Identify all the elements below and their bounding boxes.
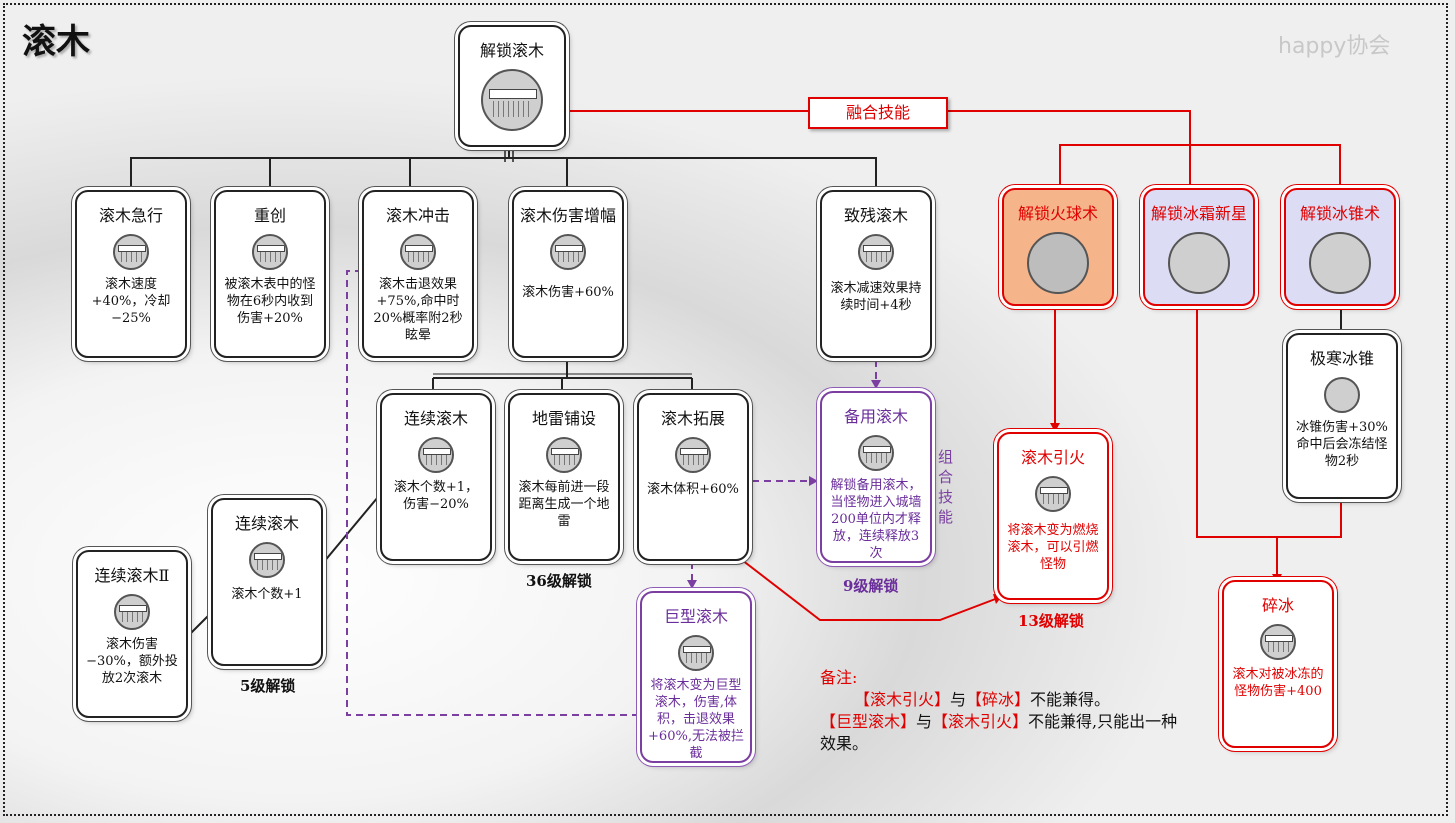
node-title: 极寒冰锥 <box>1309 349 1374 368</box>
node-desc: 滚木对被冰冻的怪物伤害+400 <box>1232 667 1324 699</box>
node-title: 连续滚木 <box>403 409 468 428</box>
combo-skill-label: 组合技能 <box>938 448 954 526</box>
rolling-log-icon <box>858 435 894 471</box>
node-title: 地雷铺设 <box>531 409 596 428</box>
node-unlock-frost-nova[interactable]: 解锁冰霜新星 <box>1143 188 1255 306</box>
node-extreme-ice-cone[interactable]: 极寒冰锥 冰锥伤害+30%命中后会冻结怪物2秒 <box>1286 333 1398 499</box>
node-desc: 解锁备用滚木，当怪物进入城墙200单位内才释放，连续释放3次 <box>830 478 922 561</box>
remark-text: 不能兼得,只能出一种效果。 <box>820 712 1178 753</box>
node-desc: 滚木体积+60% <box>647 482 739 497</box>
rolling-log-icon <box>113 234 149 270</box>
node-title: 滚木引火 <box>1020 448 1085 467</box>
watermark: happy协会 <box>1278 34 1391 59</box>
rolling-log-icon <box>1035 476 1071 512</box>
rolling-log-icon <box>418 437 454 473</box>
remark-ref: 【巨型滚木】 <box>820 712 917 731</box>
remarks-line-1: 【滚木引火】与【碎冰】不能兼得。 <box>820 689 1190 711</box>
node-chain-log-a[interactable]: 连续滚木 滚木个数+1，伤害−20% <box>380 393 492 561</box>
node-title: 连续滚木Ⅱ <box>94 566 170 585</box>
remarks-heading: 备注: <box>820 668 858 687</box>
unlock-level-13: 13级解锁 <box>1018 612 1084 630</box>
node-desc: 滚木个数+1 <box>231 587 303 602</box>
rolling-log-icon <box>675 437 711 473</box>
rolling-log-icon <box>400 234 436 270</box>
remarks-line-2: 【巨型滚木】与【滚木引火】不能兼得,只能出一种效果。 <box>820 711 1190 755</box>
node-desc: 滚木减速效果持续时间+4秒 <box>830 281 922 313</box>
node-title: 滚木伤害增幅 <box>519 206 616 225</box>
node-title: 解锁滚木 <box>479 41 544 60</box>
merge-skill-label: 融合技能 <box>808 97 948 129</box>
node-unlock-fireball[interactable]: 解锁火球术 <box>1002 188 1114 306</box>
node-desc: 滚木个数+1，伤害−20% <box>393 480 479 512</box>
node-desc: 滚木速度+40%，冷却−25% <box>91 277 171 326</box>
node-title: 解锁冰锥术 <box>1299 204 1380 223</box>
node-crippling-log[interactable]: 致残滚木 滚木减速效果持续时间+4秒 <box>820 190 932 358</box>
node-title: 解锁冰霜新星 <box>1150 204 1247 223</box>
remark-ref: 【滚木引火】 <box>932 712 1029 731</box>
node-title: 连续滚木 <box>234 514 299 533</box>
node-log-damage-boost[interactable]: 滚木伤害增幅 滚木伤害+60% <box>512 190 624 358</box>
node-desc: 滚木伤害+60% <box>522 285 614 300</box>
frost-nova-icon <box>1168 232 1230 294</box>
rolling-log-icon <box>550 234 586 270</box>
remark-text: 与 <box>950 690 967 709</box>
ice-cone-icon <box>1309 232 1371 294</box>
remark-ref: 【碎冰】 <box>966 690 1031 709</box>
node-title: 备用滚木 <box>843 407 908 426</box>
node-mine-laying[interactable]: 地雷铺设 滚木每前进一段距离生成一个地雷 <box>508 393 620 561</box>
node-giant-log[interactable]: 巨型滚木 将滚木变为巨型滚木，伤害,体积，击退效果+60%,无法被拦截 <box>640 591 752 763</box>
node-chain-log-2[interactable]: 连续滚木Ⅱ 滚木伤害−30%，额外投放2次滚木 <box>76 550 188 718</box>
rolling-log-icon <box>858 234 894 270</box>
node-desc: 被滚木表中的怪物在6秒内收到伤害+20% <box>224 277 316 326</box>
rolling-log-icon <box>114 594 150 630</box>
unlock-level-36: 36级解锁 <box>526 572 592 590</box>
node-title: 巨型滚木 <box>663 607 728 626</box>
node-desc: 将滚木变为巨型滚木，伤害,体积，击退效果+60%,无法被拦截 <box>648 678 744 761</box>
fireball-icon <box>1027 232 1089 294</box>
node-title: 解锁火球术 <box>1017 204 1098 223</box>
node-title: 滚木拓展 <box>660 409 725 428</box>
page-title: 滚木 <box>22 22 90 62</box>
node-title: 致残滚木 <box>843 206 908 225</box>
rolling-log-icon <box>252 234 288 270</box>
remark-ref: 【滚木引火】 <box>854 690 951 709</box>
page-frame <box>3 3 1448 816</box>
node-desc: 滚木击退效果+75%,命中时20%概率附2秒眩晕 <box>373 277 463 343</box>
node-log-ignite[interactable]: 滚木引火 将滚木变为燃烧滚木，可以引燃怪物 <box>997 432 1109 600</box>
node-desc: 滚木每前进一段距离生成一个地雷 <box>518 480 610 529</box>
rolling-log-icon <box>546 437 582 473</box>
rolling-log-icon <box>678 635 714 671</box>
node-desc: 冰锥伤害+30%命中后会冻结怪物2秒 <box>1296 420 1388 469</box>
unlock-level-5: 5级解锁 <box>240 677 296 695</box>
node-spare-log[interactable]: 备用滚木 解锁备用滚木，当怪物进入城墙200单位内才释放，连续释放3次 <box>820 391 932 563</box>
node-log-rush[interactable]: 滚木急行 滚木速度+40%，冷却−25% <box>75 190 187 358</box>
node-shatter[interactable]: 碎冰 滚木对被冰冻的怪物伤害+400 <box>1222 580 1334 748</box>
node-unlock-rolling-log[interactable]: 解锁滚木 <box>458 25 566 147</box>
node-desc: 滚木伤害−30%，额外投放2次滚木 <box>86 637 178 686</box>
rolling-log-icon <box>481 69 543 131</box>
node-unlock-ice-cone[interactable]: 解锁冰锥术 <box>1284 188 1396 306</box>
node-title: 滚木急行 <box>98 206 163 225</box>
node-heavy-blow[interactable]: 重创 被滚木表中的怪物在6秒内收到伤害+20% <box>214 190 326 358</box>
node-title: 碎冰 <box>1261 596 1294 615</box>
node-log-expand[interactable]: 滚木拓展 滚木体积+60% <box>637 393 749 561</box>
node-chain-log-b[interactable]: 连续滚木 滚木个数+1 <box>211 498 323 666</box>
remark-text: 与 <box>916 712 933 731</box>
rolling-log-icon <box>1260 624 1296 660</box>
rolling-log-icon <box>249 542 285 578</box>
node-desc: 将滚木变为燃烧滚木，可以引燃怪物 <box>1007 523 1099 572</box>
node-title: 重创 <box>253 206 286 225</box>
unlock-level-9: 9级解锁 <box>843 577 899 595</box>
node-log-impact[interactable]: 滚木冲击 滚木击退效果+75%,命中时20%概率附2秒眩晕 <box>362 190 474 358</box>
remark-text: 不能兼得。 <box>1030 690 1111 709</box>
ice-cone-icon <box>1324 377 1360 413</box>
node-title: 滚木冲击 <box>385 206 450 225</box>
remarks: 备注: 【滚木引火】与【碎冰】不能兼得。 【巨型滚木】与【滚木引火】不能兼得,只… <box>820 667 1190 755</box>
